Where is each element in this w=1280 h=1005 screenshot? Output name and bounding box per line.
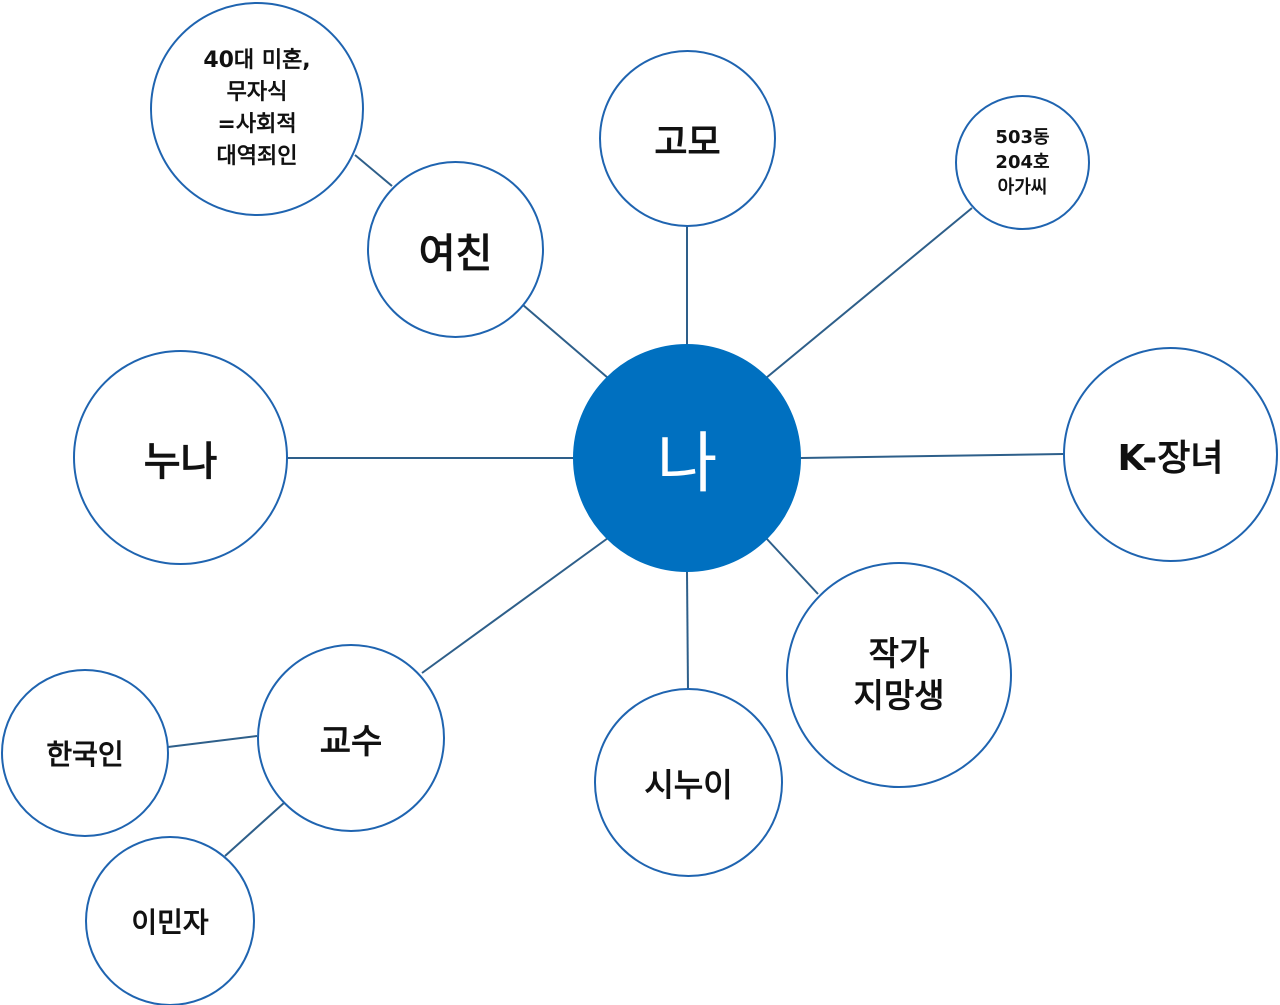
node-aunt-label: 고모 (654, 121, 721, 163)
edge-center-professor (421, 537, 609, 674)
node-girlfriend-note-label: 40대 미혼, 무자식 =사회적 대역죄인 (203, 48, 311, 169)
edge-center-girlfriend (522, 304, 609, 379)
node-immigrant-label: 이민자 (131, 906, 209, 939)
node-center-me: 나 (573, 344, 801, 572)
node-korean-label: 한국인 (46, 738, 124, 771)
edge-center-writer (765, 537, 819, 595)
node-immigrant: 이민자 (85, 836, 255, 1005)
node-aunt: 고모 (599, 50, 776, 227)
node-eldest-daughter-label: K-장녀 (1117, 437, 1224, 479)
node-sister: 누나 (73, 350, 288, 565)
node-center-label: 나 (656, 425, 718, 502)
edge-center-sister-in-law (686, 571, 689, 691)
node-writer-label: 작가 지망생 (853, 634, 945, 715)
node-korean: 한국인 (1, 669, 169, 837)
edge-center-neighbor (765, 207, 973, 379)
node-sister-in-law: 시누이 (594, 688, 783, 877)
node-professor-label: 교수 (319, 721, 383, 762)
node-eldest-daughter: K-장녀 (1063, 347, 1278, 562)
node-sister-label: 누나 (143, 438, 218, 485)
node-writer: 작가 지망생 (786, 562, 1012, 788)
node-neighbor: 503동 204호 아가씨 (955, 95, 1090, 230)
node-girlfriend-label: 여친 (418, 230, 493, 277)
edge-professor-immigrant (224, 801, 286, 857)
edge-girlfriend-note (354, 154, 393, 187)
edge-center-eldest-daughter (800, 453, 1064, 459)
node-sister-in-law-label: 시누이 (644, 765, 733, 804)
node-professor: 교수 (257, 644, 445, 832)
edge-professor-korean (167, 735, 258, 748)
node-girlfriend-note: 40대 미혼, 무자식 =사회적 대역죄인 (150, 2, 364, 216)
node-girlfriend: 여친 (367, 161, 544, 338)
node-neighbor-label: 503동 204호 아가씨 (995, 127, 1050, 198)
